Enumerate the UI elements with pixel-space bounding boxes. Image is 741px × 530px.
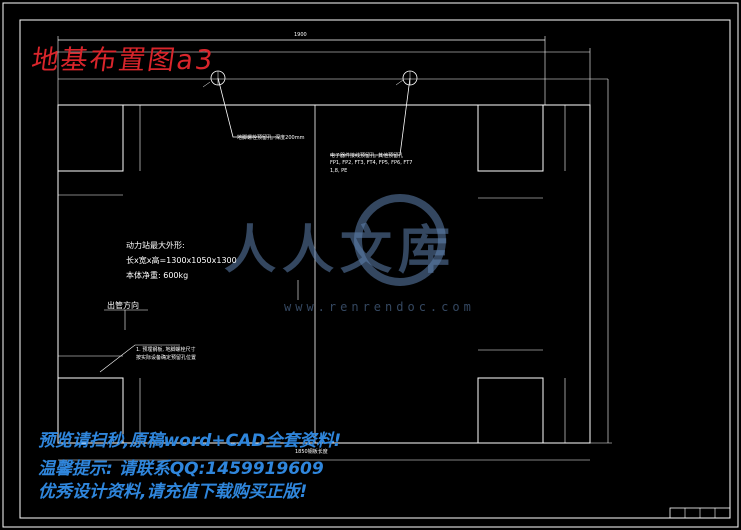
watermark-line-1: 预览请扫秒,原稿word+CAD全套资料! (38, 431, 342, 451)
watermark-line-3: 优秀设计资料,请充值下载购买正版! (38, 482, 308, 502)
watermark-logo-url: www.renrendoc.com (284, 300, 475, 314)
outlet-direction: 出管方向 (107, 301, 139, 310)
note-top-right: 电子器件接线预留孔, 其他预留孔 (330, 153, 404, 159)
central-pad (57, 104, 591, 444)
dim-bottom: 1850钢板长度 (295, 449, 328, 455)
drawing-border-inner (19, 19, 731, 519)
drawing-title: 地基布置图a3 (29, 45, 217, 76)
pad-bottom-right (477, 377, 544, 444)
note-left-1: 1. 预埋钢板, 地脚螺栓尺寸 (136, 347, 196, 353)
note-top-left: 地脚螺栓预留孔, 深度200mm (237, 135, 305, 141)
dim-top: 1900 (294, 32, 307, 38)
note-top-right-3: 1,8, PE (330, 168, 348, 174)
engine-dims: 长x宽x高=1300x1050x1300 (126, 256, 237, 265)
engine-heading: 动力站最大外形: (126, 241, 185, 250)
note-left-2: 按实际设备确定预留孔位置 (136, 355, 197, 361)
note-top-right-2: FP1, FP2, FT3, FT4, FP5, FP6, FT7 (330, 160, 413, 166)
watermark-line-2: 温馨提示: 请联系QQ:1459919609 (38, 459, 324, 479)
pad-bottom-left (57, 377, 124, 444)
engine-weight: 本体净重: 600kg (126, 271, 189, 280)
watermark-logo-text: 人人文库 (224, 220, 457, 281)
pad-top-right (477, 104, 544, 172)
